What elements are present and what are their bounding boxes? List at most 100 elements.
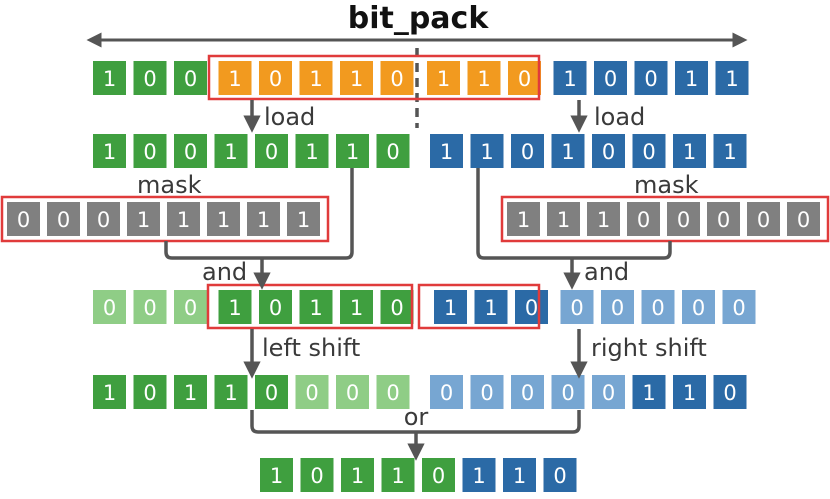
bit-cell bbox=[434, 290, 467, 324]
highlight-input-packed bbox=[207, 54, 541, 101]
bit-value: 1 bbox=[683, 381, 696, 405]
bit-value: 1 bbox=[723, 140, 736, 164]
bit-cell bbox=[336, 134, 369, 168]
bit-value: 1 bbox=[480, 140, 493, 164]
bit-cell bbox=[47, 202, 80, 236]
bit-value: 1 bbox=[257, 208, 270, 232]
bit-cell bbox=[592, 134, 625, 168]
bit-value: 1 bbox=[725, 67, 738, 91]
bit-value: 1 bbox=[305, 140, 318, 164]
bit-value: 0 bbox=[521, 381, 534, 405]
bit-cell bbox=[93, 134, 126, 168]
bit-cell bbox=[214, 375, 248, 409]
bit-cell bbox=[255, 134, 288, 168]
bit-cell bbox=[632, 375, 666, 409]
bit-value: 0 bbox=[265, 381, 278, 405]
bit-value: 0 bbox=[602, 140, 615, 164]
bit-cell bbox=[551, 375, 585, 409]
bit-value: 0 bbox=[346, 381, 359, 405]
bit-cell bbox=[255, 375, 288, 409]
and-left-connector bbox=[164, 168, 354, 260]
bit-value: 1 bbox=[351, 464, 364, 488]
bit-cell bbox=[376, 375, 410, 409]
bit-cell bbox=[673, 134, 706, 168]
bit-cell bbox=[336, 375, 369, 409]
bit-value: 0 bbox=[265, 140, 278, 164]
bit-value: 0 bbox=[561, 381, 574, 405]
bit-cell bbox=[295, 134, 329, 168]
bit-cell bbox=[553, 61, 587, 95]
bit-cell bbox=[467, 61, 501, 95]
bit-value: 0 bbox=[310, 464, 323, 488]
bit-value: 1 bbox=[517, 208, 530, 232]
bit-cell bbox=[174, 290, 207, 324]
bit-cell bbox=[174, 61, 207, 95]
bit-cell bbox=[560, 290, 594, 324]
bit-cell bbox=[340, 61, 373, 95]
bit-value: 1 bbox=[270, 464, 283, 488]
left-shift-label: left shift bbox=[262, 334, 360, 362]
bit-cell bbox=[380, 61, 414, 95]
bit-cell bbox=[218, 61, 252, 95]
bit-cell bbox=[167, 202, 200, 236]
bit-cell bbox=[214, 134, 248, 168]
bit-value: 1 bbox=[228, 67, 241, 91]
bit-value: 0 bbox=[677, 208, 690, 232]
bit-value: 0 bbox=[143, 381, 156, 405]
bit-value: 0 bbox=[57, 208, 70, 232]
bit-value: 0 bbox=[604, 67, 617, 91]
bit-cell bbox=[511, 134, 544, 168]
and-right-label: and bbox=[584, 258, 629, 286]
bit-cell bbox=[508, 61, 541, 95]
bit-value: 0 bbox=[386, 140, 399, 164]
bit-cell bbox=[627, 202, 660, 236]
bit-cell bbox=[127, 202, 160, 236]
bit-value: 0 bbox=[651, 296, 664, 320]
bit-cell bbox=[515, 290, 548, 324]
and-left-label: and bbox=[202, 258, 247, 286]
bit-cell bbox=[682, 290, 715, 324]
bit-cell bbox=[427, 61, 460, 95]
bit-value: 0 bbox=[269, 67, 282, 91]
bit-value: 0 bbox=[521, 140, 534, 164]
title: bit_pack bbox=[348, 1, 490, 36]
highlight-and-left bbox=[206, 283, 414, 330]
highlight-and-right bbox=[417, 283, 541, 330]
bit-cell bbox=[259, 61, 292, 95]
bit-cell bbox=[707, 202, 740, 236]
bit-value: 0 bbox=[611, 296, 624, 320]
bit-value: 1 bbox=[472, 464, 485, 488]
bit-value: 0 bbox=[602, 381, 615, 405]
load-right-label: load bbox=[594, 103, 645, 131]
bit-cell bbox=[641, 290, 675, 324]
bit-cell bbox=[376, 134, 410, 168]
bit-value: 1 bbox=[103, 67, 116, 91]
bit-value: 0 bbox=[570, 296, 583, 320]
bit-value: 1 bbox=[228, 296, 241, 320]
bit-cell bbox=[300, 458, 334, 492]
bit-value: 0 bbox=[797, 208, 810, 232]
bit-value: 1 bbox=[103, 140, 116, 164]
bit-value: 0 bbox=[723, 381, 736, 405]
bit-cell bbox=[174, 375, 207, 409]
bit-cell bbox=[340, 290, 373, 324]
bit-cell bbox=[511, 375, 544, 409]
bit-value: 0 bbox=[732, 296, 745, 320]
bit-value: 0 bbox=[692, 296, 705, 320]
bit-cell bbox=[218, 290, 252, 324]
bit-cell bbox=[673, 375, 706, 409]
bit-cell bbox=[507, 202, 540, 236]
bit-cell bbox=[587, 202, 620, 236]
bit-cell bbox=[87, 202, 120, 236]
bit-cell bbox=[594, 61, 627, 95]
bit-value: 1 bbox=[297, 208, 310, 232]
bit-value: 1 bbox=[217, 208, 230, 232]
bit-value: 1 bbox=[184, 381, 197, 405]
bit-value: 0 bbox=[440, 381, 453, 405]
bit-value: 0 bbox=[143, 296, 156, 320]
